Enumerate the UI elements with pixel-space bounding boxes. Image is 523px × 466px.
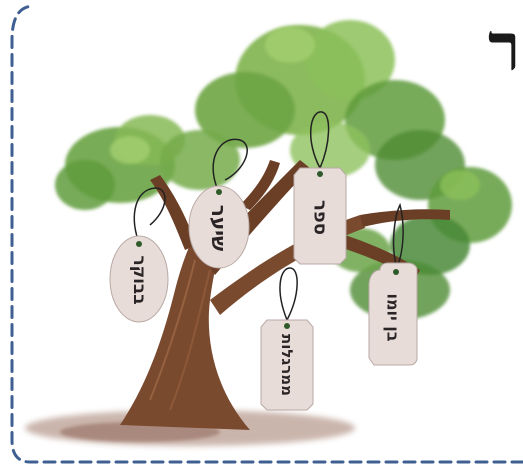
tag-3-shape [293, 111, 347, 265]
tag-4-shape [260, 267, 314, 411]
tag-1-label: בבוקר [129, 255, 149, 305]
tag-2-label: שיער [207, 204, 231, 252]
tag-5-shape [368, 202, 418, 366]
dashed-border [10, 4, 523, 464]
tag-2-shape [188, 138, 250, 269]
foliage [55, 20, 512, 320]
tag-4-label: ממרגלות [278, 334, 296, 396]
heading-letter: ר [488, 8, 521, 86]
tag-1-shape [109, 187, 169, 323]
tag-3-label: ספר [309, 200, 331, 235]
tag-5-label: בן יומו [383, 293, 403, 342]
